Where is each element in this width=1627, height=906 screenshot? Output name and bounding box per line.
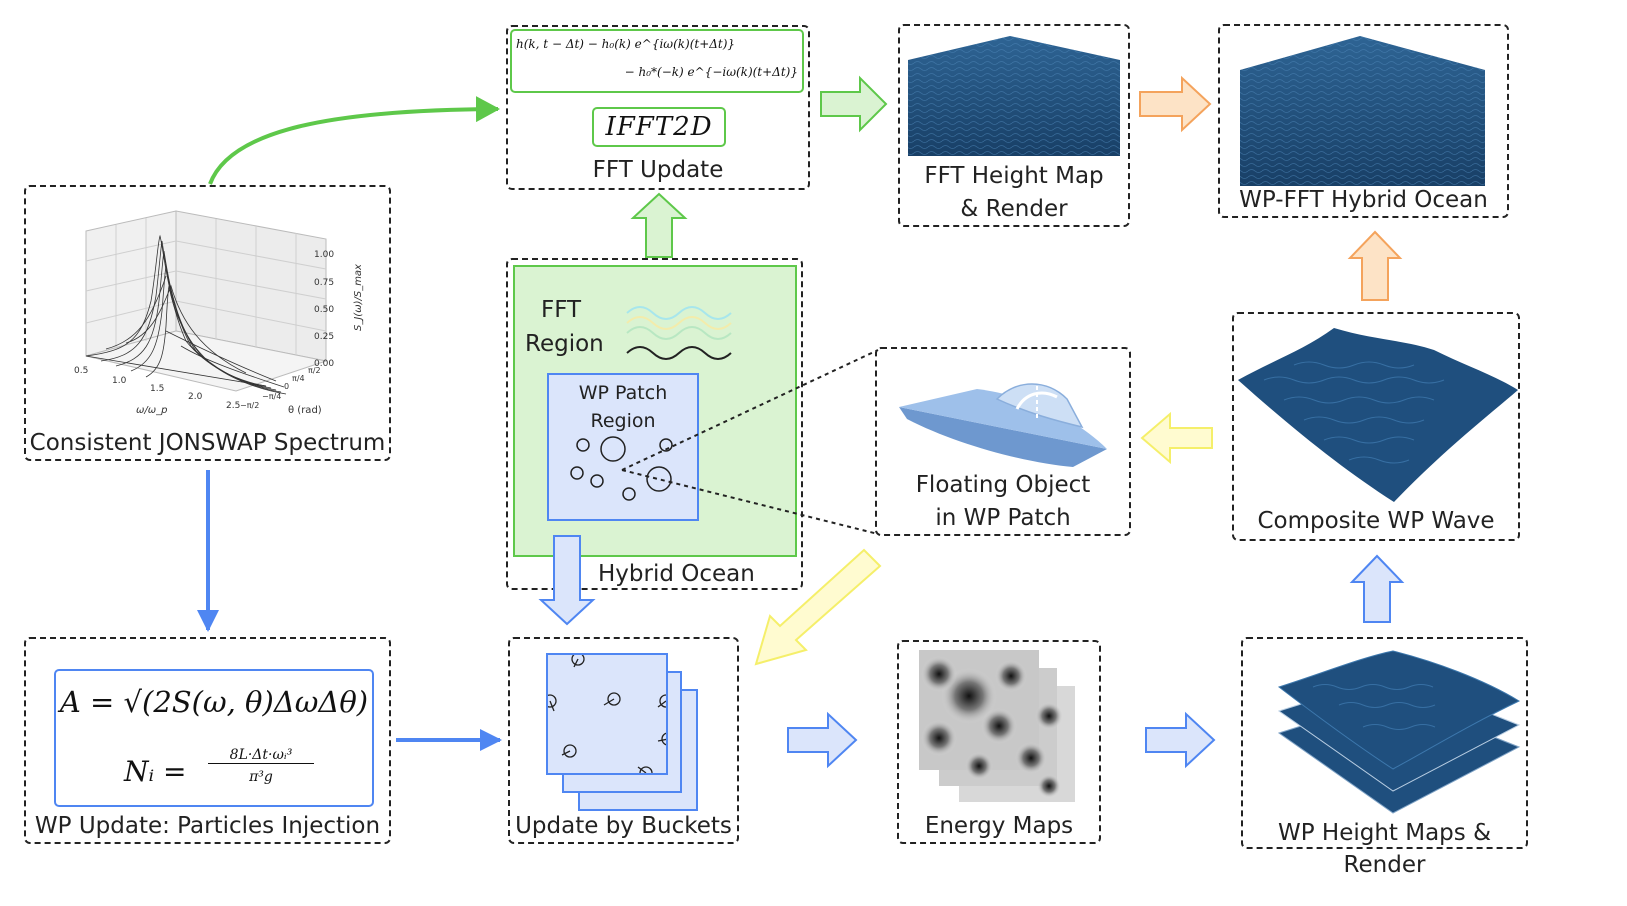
fft-update-caption: FFT Update (592, 157, 724, 183)
energy-caption: Energy Maps (924, 813, 1074, 839)
wp-height-caption: WP Height Maps & Render (1277, 820, 1492, 878)
y-axis-label: θ (rad) (288, 405, 322, 416)
fft-region: FFT Region WP Patch Region (513, 265, 797, 557)
bucket-layer-1 (546, 653, 668, 775)
wp-patch-region: WP Patch Region (547, 373, 699, 521)
arrow-energy-to-wp-height (1145, 711, 1216, 769)
wp-height-layers-image (1277, 650, 1521, 814)
z-tick-0: 0.00 (314, 359, 334, 369)
arrow-fft-to-height (820, 75, 888, 133)
z-axis-label: S_J(ω)/S_max (353, 264, 364, 331)
arrow-height-to-hybrid (1139, 75, 1212, 133)
y-tick-4: π/2 (308, 366, 321, 375)
y-tick-2: 0 (284, 382, 289, 391)
x-tick-1: 1.0 (112, 376, 127, 386)
fft-region-label-1: FFT (541, 297, 582, 323)
particle-count-numerator: 8L·Δt·ωᵢ³ (208, 747, 314, 764)
particle-arrows-icon (548, 655, 666, 773)
wp-update-caption: WP Update: Particles Injection (34, 813, 381, 839)
particles-icon (570, 436, 673, 501)
amplitude-equation: A = √(2S(ω, θ)ΔωΔθ) (59, 685, 369, 719)
wave-icon (626, 306, 732, 360)
buckets-caption: Update by Buckets (515, 813, 732, 839)
x-tick-0: 0.5 (74, 366, 88, 376)
arrow-spectrum-to-fft (208, 96, 500, 185)
spectrum-plot: 0.5 1.0 1.5 2.0 2.5 −π/2 −π/4 0 π/4 π/2 … (74, 210, 364, 416)
fft-equation: h(k, t − Δt) − h₀(k) e^{iω(k)(t+Δt)} − h… (510, 29, 804, 93)
z-tick-2: 0.50 (314, 305, 334, 315)
fft-ocean-image (908, 36, 1120, 156)
y-tick-0: −π/2 (240, 401, 259, 410)
particle-count-lhs: Nᵢ = (124, 755, 187, 788)
z-tick-3: 0.75 (314, 278, 334, 288)
arrow-composite-to-hybrid (1347, 230, 1403, 301)
floating-caption-1: Floating Object (915, 472, 1091, 498)
buckets-box: Update by Buckets (508, 637, 739, 844)
z-tick-4: 1.00 (314, 250, 334, 260)
x-tick-2: 1.5 (150, 384, 164, 394)
hybrid-region-box: FFT Region WP Patch Region Hybrid Ocean (506, 258, 803, 590)
floating-object-box: Floating Object in WP Patch (875, 347, 1131, 536)
hybrid-region-caption: Hybrid Ocean (598, 561, 755, 587)
floating-caption-2: in WP Patch (935, 505, 1071, 531)
composite-wave-image (1238, 328, 1518, 502)
wp-equation: A = √(2S(ω, θ)ΔωΔθ) Nᵢ = 8L·Δt·ωᵢ³ π³g (54, 669, 374, 807)
x-axis-label: ω/ω_p (136, 405, 167, 416)
spectrum-caption: Consistent JONSWAP Spectrum (29, 430, 386, 456)
hybrid-ocean-image (1240, 36, 1485, 186)
energy-map-image (919, 650, 1075, 802)
wp-update-box: A = √(2S(ω, θ)ΔωΔθ) Nᵢ = 8L·Δt·ωᵢ³ π³g W… (24, 637, 391, 844)
arrow-composite-to-floating (1140, 411, 1213, 465)
x-tick-3: 2.0 (188, 392, 203, 402)
arrow-buckets-to-energy (787, 711, 858, 769)
x-tick-4: 2.5 (226, 401, 240, 411)
wp-patch-label-2: Region (590, 410, 656, 432)
hybrid-ocean-caption: WP-FFT Hybrid Ocean (1239, 187, 1488, 213)
y-tick-3: π/4 (292, 374, 305, 383)
ifft2d-label: IFFT2D (592, 107, 726, 147)
fft-height-caption-2: & Render (960, 196, 1068, 222)
wp-height-box: WP Height Maps & Render (1241, 637, 1528, 878)
hybrid-ocean-box: WP-FFT Hybrid Ocean (1218, 24, 1509, 218)
fft-height-caption-1: FFT Height Map (924, 163, 1104, 189)
y-tick-1: −π/4 (262, 392, 281, 401)
particle-count-denominator: π³g (249, 769, 273, 785)
fft-height-box: FFT Height Map & Render (898, 24, 1130, 227)
composite-caption: Composite WP Wave (1257, 508, 1495, 534)
energy-box: Energy Maps (897, 640, 1101, 844)
arrow-region-to-fft (630, 192, 688, 258)
arrow-wp-height-to-composite (1349, 554, 1405, 623)
fft-equation-line2: − h₀*(−k) e^{−iω(k)(t+Δt)} (624, 65, 798, 79)
fft-equation-line1: h(k, t − Δt) − h₀(k) e^{iω(k)(t+Δt)} (516, 37, 736, 51)
spectrum-box: 0.5 1.0 1.5 2.0 2.5 −π/2 −π/4 0 π/4 π/2 … (24, 185, 391, 461)
fft-region-label-2: Region (525, 331, 604, 357)
wp-patch-label-1: WP Patch (578, 382, 668, 404)
z-tick-1: 0.25 (314, 332, 334, 342)
fft-update-box: h(k, t − Δt) − h₀(k) e^{iω(k)(t+Δt)} − h… (506, 25, 810, 190)
boat-image (899, 379, 1107, 467)
composite-box: Composite WP Wave (1232, 312, 1520, 541)
